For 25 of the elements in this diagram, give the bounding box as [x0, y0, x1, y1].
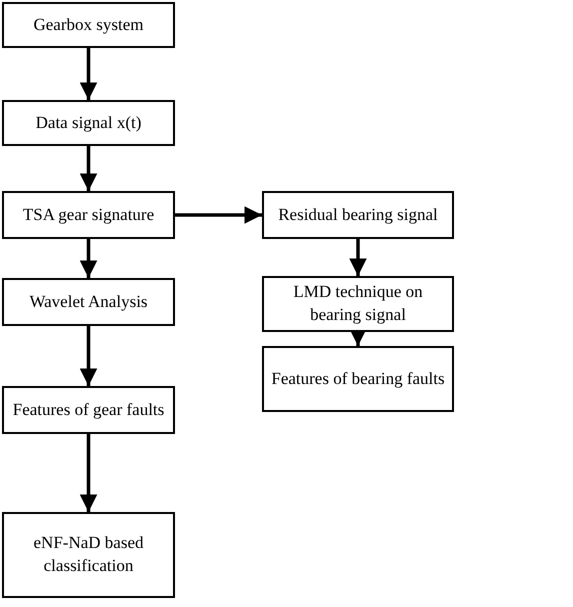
process-box [262, 276, 454, 332]
box-label: Wavelet Analysis [29, 290, 148, 313]
arrow [175, 206, 262, 224]
process-box [2, 191, 175, 239]
box-label: LMD technique on bearing signal [292, 281, 424, 326]
arrow [80, 239, 98, 278]
process-box [2, 386, 175, 434]
arrow [349, 239, 367, 276]
process-box [2, 512, 175, 598]
process-box [262, 346, 454, 412]
arrow [80, 146, 98, 191]
box-label: eNF-NaD based classification [32, 532, 144, 577]
box-label: Features of gear faults [12, 398, 164, 421]
arrow [80, 434, 98, 512]
box-label: Data signal x(t) [36, 112, 142, 134]
box-label: Gearbox system [33, 14, 144, 36]
box-label: Features of bearing faults [271, 368, 445, 390]
box-label: TSA gear signature [22, 204, 154, 226]
process-box [2, 2, 175, 48]
arrow [80, 48, 98, 100]
process-box [2, 278, 175, 326]
process-box [2, 100, 175, 146]
process-box [262, 191, 454, 239]
arrow [80, 326, 98, 386]
box-label: Residual bearing signal [278, 204, 438, 226]
